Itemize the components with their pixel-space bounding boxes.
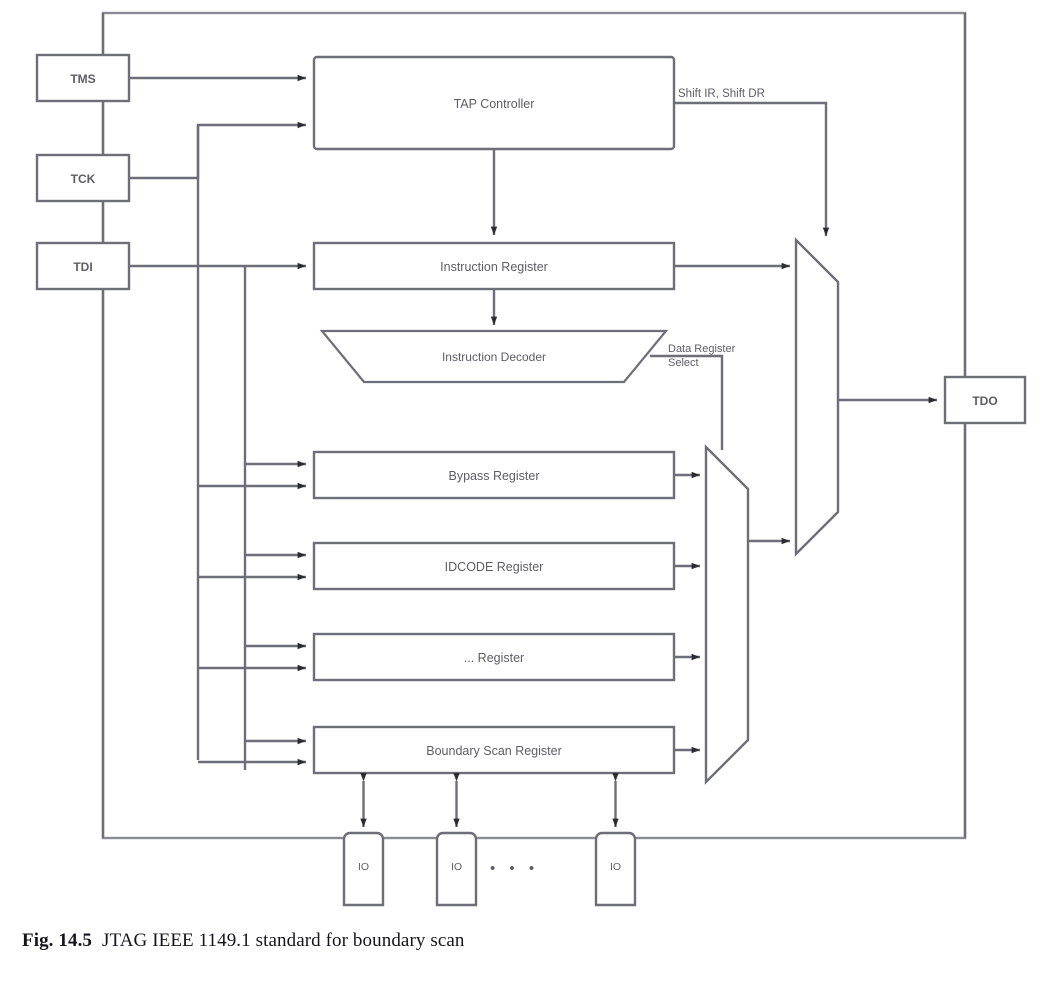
pin-tdo: TDO bbox=[943, 375, 1027, 425]
pin-tdo-label: TDO bbox=[972, 394, 997, 408]
signal-dr-select-line2: Select bbox=[668, 357, 699, 369]
io-cell-1: IO bbox=[342, 831, 385, 907]
block-tap-controller: TAP Controller bbox=[312, 55, 676, 151]
block-instruction-register: Instruction Register bbox=[312, 241, 676, 291]
block-boundary-scan-register: Boundary Scan Register bbox=[312, 725, 676, 775]
figure-caption-text: JTAG IEEE 1149.1 standard for boundary s… bbox=[102, 930, 465, 951]
diagram-canvas: TMS TCK TDI TAP Controller Shift IR, Shi… bbox=[35, 11, 1027, 907]
pin-tck-label: TCK bbox=[71, 172, 96, 186]
block-instruction-decoder: Instruction Decoder bbox=[319, 329, 669, 384]
io-cell-2-label: IO bbox=[451, 861, 462, 873]
signal-shift-label: Shift IR, Shift DR bbox=[678, 88, 765, 100]
signal-dr-select-line1: Data Register bbox=[668, 343, 736, 355]
pin-tms: TMS bbox=[35, 53, 131, 103]
block-idcode-register-label: IDCODE Register bbox=[445, 560, 544, 574]
wire-decoder-to-dr-select bbox=[650, 354, 724, 450]
io-cell-2: IO bbox=[435, 831, 478, 907]
pin-tck: TCK bbox=[35, 153, 131, 203]
block-bypass-register-label: Bypass Register bbox=[448, 469, 539, 483]
mux-data-register bbox=[704, 444, 750, 785]
block-idcode-register: IDCODE Register bbox=[312, 541, 676, 591]
block-tap-controller-label: TAP Controller bbox=[454, 97, 535, 111]
io-ellipsis: • • • bbox=[490, 860, 539, 877]
block-boundary-scan-register-label: Boundary Scan Register bbox=[426, 744, 562, 758]
mux-output bbox=[794, 237, 840, 557]
io-cell-n-label: IO bbox=[610, 861, 621, 873]
pin-tms-label: TMS bbox=[70, 72, 95, 86]
wire-tck-to-tap bbox=[129, 121, 307, 180]
io-cell-n: IO bbox=[594, 831, 637, 907]
pin-tdi-label: TDI bbox=[73, 260, 92, 274]
block-instruction-decoder-label: Instruction Decoder bbox=[442, 350, 546, 364]
io-cell-1-label: IO bbox=[358, 861, 369, 873]
block-other-register: ... Register bbox=[312, 632, 676, 682]
figure-caption: Fig. 14.5 JTAG IEEE 1149.1 standard for b… bbox=[22, 930, 1022, 952]
figure-caption-number: Fig. 14.5 bbox=[22, 930, 93, 951]
block-bypass-register: Bypass Register bbox=[312, 450, 676, 500]
block-instruction-register-label: Instruction Register bbox=[440, 260, 548, 274]
wire-shift-ir-dr bbox=[674, 101, 830, 237]
block-other-register-label: ... Register bbox=[464, 651, 524, 665]
jtag-boundary-scan-figure: TMS TCK TDI TAP Controller Shift IR, Shi… bbox=[35, 11, 1027, 907]
pin-tdi: TDI bbox=[35, 241, 131, 291]
